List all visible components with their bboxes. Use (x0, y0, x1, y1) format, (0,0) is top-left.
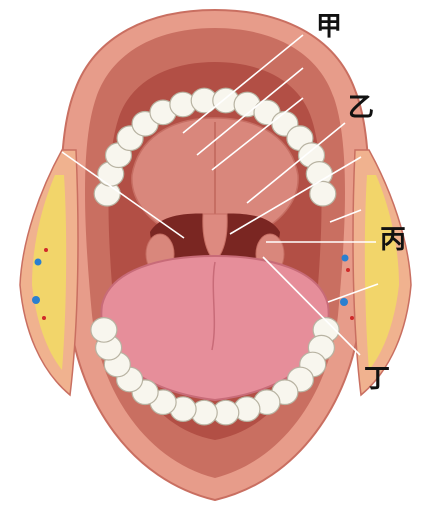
label-jia: 甲 (316, 14, 342, 40)
cheek-left (20, 150, 78, 395)
vessel-blue-left-2 (32, 296, 40, 304)
label-bing: 丙 (380, 227, 406, 253)
label-ding: 丁 (364, 366, 390, 392)
vessel-red-right-1 (346, 268, 350, 272)
vessel-blue-right-1 (342, 255, 349, 262)
vessel-blue-right-2 (340, 298, 348, 306)
lower-tooth-16 (91, 318, 117, 343)
label-yi: 乙 (348, 95, 374, 121)
vessel-red-left-1 (44, 248, 48, 252)
vessel-red-right-2 (350, 316, 354, 320)
vessel-blue-left-1 (35, 259, 42, 266)
vessel-red-left-2 (42, 316, 46, 320)
